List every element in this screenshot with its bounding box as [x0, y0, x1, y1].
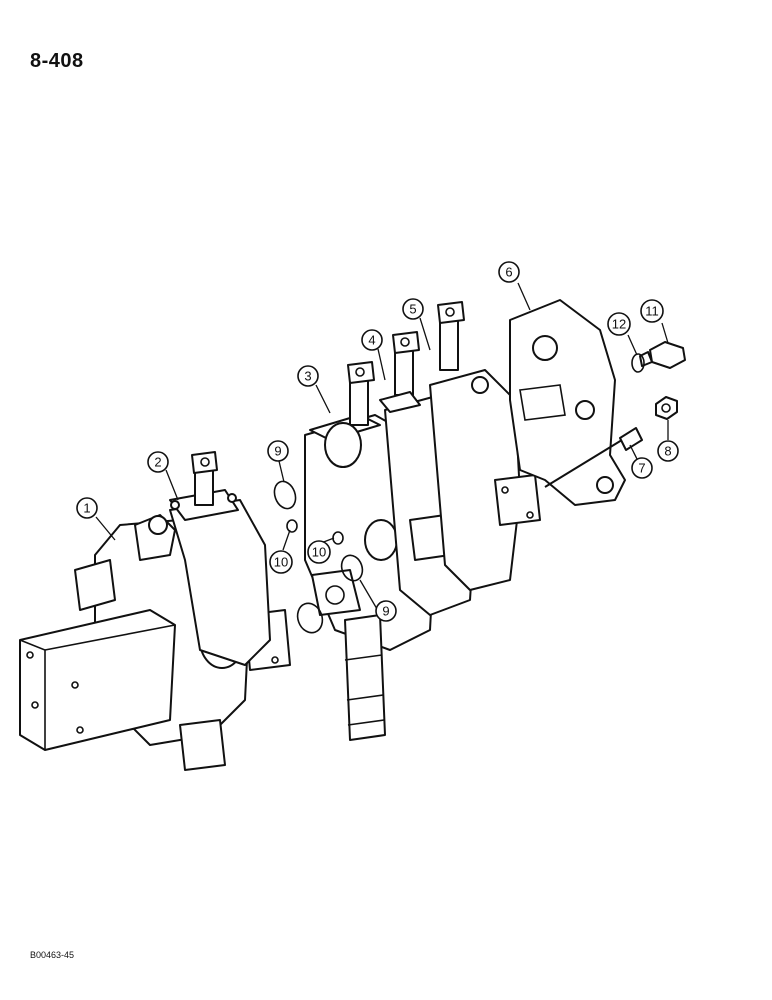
figure-code: B00463-45 — [30, 950, 75, 960]
callout-9-upper: 9 — [267, 440, 289, 462]
callout-10-left: 10 — [269, 550, 293, 574]
callout-11: 11 — [640, 299, 664, 323]
outlet-cover-part-6 — [509, 299, 626, 506]
leader-lines — [95, 282, 669, 610]
callout-1: 1 — [76, 497, 98, 519]
svg-text:10: 10 — [312, 545, 326, 560]
control-section-part-5 — [429, 301, 541, 591]
svg-text:7: 7 — [638, 461, 645, 476]
nut-part-8 — [655, 396, 678, 420]
callout-4: 4 — [361, 329, 383, 351]
callout-10-right: 10 — [307, 540, 331, 564]
svg-text:9: 9 — [274, 444, 281, 459]
svg-text:3: 3 — [304, 369, 311, 384]
o-ring-part-12 — [631, 353, 645, 373]
svg-text:2: 2 — [154, 455, 161, 470]
tie-rod-part-7 — [544, 427, 643, 488]
svg-text:10: 10 — [274, 555, 288, 570]
callout-12: 12 — [607, 312, 631, 336]
callout-3: 3 — [297, 365, 319, 387]
page-number: 8-408 — [30, 50, 84, 72]
svg-text:5: 5 — [409, 302, 416, 317]
spool-section-part-2 — [169, 451, 271, 666]
callout-7: 7 — [631, 457, 653, 479]
callout-6: 6 — [498, 261, 520, 283]
callout-5: 5 — [402, 298, 424, 320]
svg-text:1: 1 — [83, 501, 90, 516]
callout-9-lower: 9 — [375, 600, 397, 622]
svg-text:12: 12 — [612, 317, 626, 332]
svg-text:6: 6 — [505, 265, 512, 280]
svg-text:9: 9 — [382, 604, 389, 619]
svg-text:4: 4 — [368, 333, 375, 348]
svg-text:11: 11 — [645, 304, 659, 319]
callout-2: 2 — [147, 451, 169, 473]
svg-text:8: 8 — [664, 444, 671, 459]
callout-8: 8 — [657, 440, 679, 462]
plug-part-11 — [639, 341, 686, 369]
o-rings-part-9 — [273, 480, 364, 634]
